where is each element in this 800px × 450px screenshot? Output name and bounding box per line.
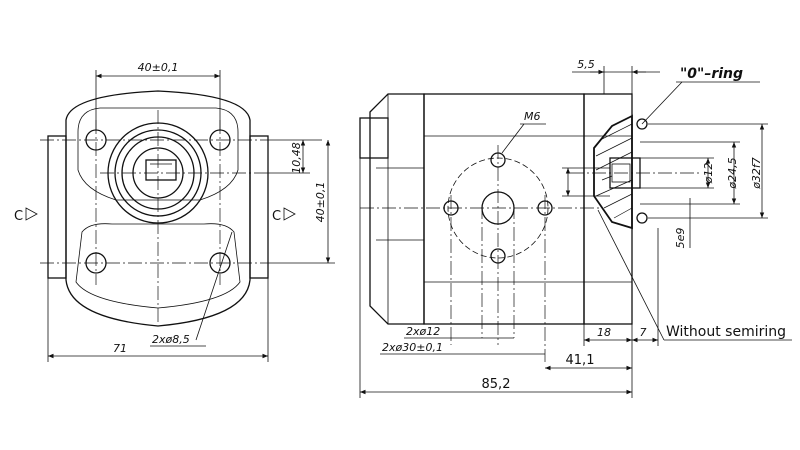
- shaft-detail: ø12 ø24,5 ø32f7 5e9 "0"–ring Without sem…: [562, 66, 792, 341]
- dim-7: 7: [640, 326, 647, 339]
- dim-port-spacing: 2xø30±0,1: [382, 341, 443, 354]
- without-semiring-label: Without semiring: [666, 324, 786, 340]
- top-lobe: [77, 107, 239, 201]
- side-tab: [359, 117, 389, 159]
- dim-overall-length: 85,2: [482, 377, 511, 392]
- dim-overall-width: 71: [113, 342, 127, 355]
- front-body-outline: [65, 90, 251, 327]
- shaft-key-slot: [611, 163, 631, 183]
- o-ring-label: "0"–ring: [680, 66, 743, 82]
- dim-dia-12: ø12: [702, 163, 715, 185]
- front-view: 40±0,1 10,48 40±0,1 71 2xø8,5 C C: [14, 61, 335, 362]
- shaft-key: [145, 159, 177, 181]
- left-flange-bar: [47, 135, 67, 279]
- section-arrow-right: [283, 207, 296, 221]
- dim-bolt-spacing-top: 40±0,1: [138, 61, 179, 74]
- dim-5-5: 5,5: [577, 58, 595, 71]
- dim-shaft-offset: 10,48: [290, 142, 303, 174]
- side-rear-cover: [583, 93, 633, 325]
- dim-dia-24-5: ø24,5: [726, 157, 739, 189]
- dim-port-holes: 2xø12: [406, 325, 440, 338]
- section-marker-left: C: [14, 209, 23, 224]
- section-arrow-left: [25, 207, 38, 221]
- dim-vertical-spacing: 40±0,1: [314, 182, 327, 223]
- bottom-lobe: [75, 223, 241, 309]
- right-flange-bar: [249, 135, 269, 279]
- thread-label: M6: [524, 110, 541, 123]
- section-marker-right: C: [272, 209, 281, 224]
- dim-18: 18: [597, 326, 611, 339]
- side-flange-plate: [369, 93, 425, 325]
- o-ring-bottom: [636, 212, 648, 224]
- dim-key: 5e9: [674, 228, 687, 249]
- dim-dia-32: ø32f7: [750, 157, 763, 190]
- side-view: M6 2xø12 2xø30±0,1 41,1 85,2 18 7 5,5: [359, 58, 660, 398]
- dim-41: 41,1: [566, 353, 595, 368]
- o-ring-top: [636, 118, 648, 130]
- dim-bolt-holes: 2xø8,5: [152, 333, 190, 346]
